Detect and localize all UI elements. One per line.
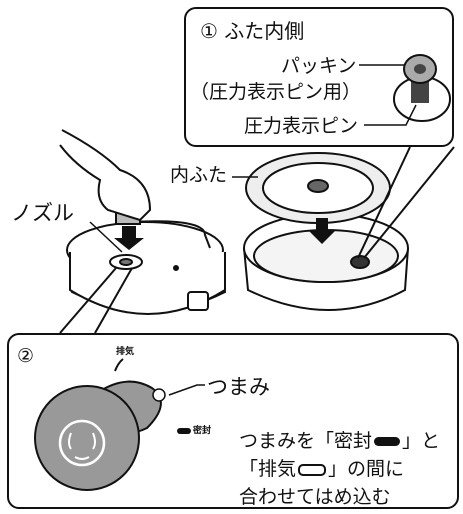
- lid-body: [66, 221, 227, 315]
- instruction-line2-b: 」の間に: [328, 458, 405, 480]
- seal-pill-icon: [177, 427, 191, 434]
- knob-illustration: [34, 358, 205, 491]
- exhaust-mark: 排気: [116, 347, 135, 357]
- instruction-line1-b: 」と: [402, 430, 441, 452]
- instruction-text: つまみを「密封 」と 「排気 」の間に 合わせてはめ込む: [239, 427, 440, 511]
- hand: [59, 129, 152, 222]
- instruction-line1-a: つまみを「密封: [239, 430, 373, 452]
- inner-lid-shape: [245, 152, 391, 224]
- pin-label: 圧力表示ピン: [244, 115, 359, 137]
- instruction-line3: 合わせてはめ込む: [239, 486, 391, 508]
- knob-label: つまみ: [207, 375, 270, 399]
- lid-inside-panel: ① ふた内側 パッキン （圧力表示ピン用） 圧力表示ピン: [184, 7, 454, 147]
- knob-panel: ② 排気 つまみ 密封 つまみを「密封 」と 「排気 」の間に 合わせてはめ込む: [7, 333, 459, 509]
- pot: [243, 213, 409, 311]
- packing-label: パッキン: [281, 55, 357, 77]
- lid-handle: [129, 220, 211, 249]
- panel2-connector: [59, 267, 133, 334]
- down-arrow-left: [114, 226, 144, 250]
- seal-filled-icon: [374, 437, 401, 446]
- panel1-label: ① ふた内側: [200, 19, 305, 43]
- panel2-label: ②: [17, 345, 35, 367]
- seal-mark-text: 密封: [193, 426, 212, 436]
- seal-mark: 密封: [177, 427, 211, 436]
- nozzle-label: ノズル: [11, 201, 74, 225]
- inner-lid-label: 内ふた: [170, 164, 228, 186]
- down-arrow-right: [308, 218, 336, 244]
- panel1-connector: [357, 146, 455, 259]
- packing-illustration: [359, 54, 451, 126]
- nozzle-leader: [89, 221, 123, 253]
- instruction-line2-a: 「排気: [239, 458, 297, 480]
- packing-sub-label: （圧力表示ピン用）: [190, 81, 362, 103]
- exhaust-outline-icon: [298, 463, 327, 476]
